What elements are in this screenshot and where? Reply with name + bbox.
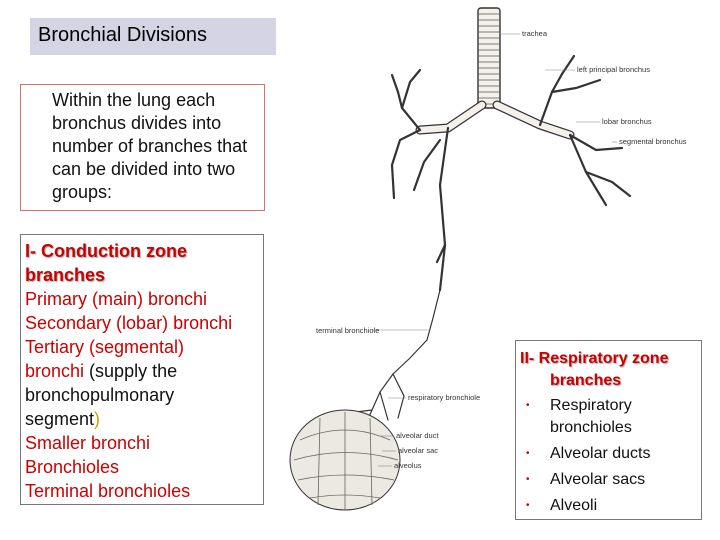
label-left-principal-bronchus: left principal bronchus	[577, 65, 650, 74]
list-item: • Respiratory bronchioles	[520, 395, 701, 439]
bullet-icon: •	[526, 400, 530, 411]
respiratory-item-text: Alveoli	[550, 497, 598, 514]
conduction-heading: I- Conduction zone branches	[25, 239, 263, 287]
conduction-terminal: Terminal bronchioles	[25, 481, 191, 501]
conduction-primary: Primary (main) bronchi	[25, 289, 208, 309]
conduction-heading-line1: I- Conduction zone	[25, 241, 187, 261]
respiratory-item-text: Alveolar ducts	[550, 445, 651, 462]
conduction-tertiary-b-rest: (supply the	[84, 361, 178, 381]
alveolar-cluster	[289, 409, 401, 511]
respiratory-zone-box: II- Respiratory zone branches • Respirato…	[515, 340, 702, 520]
conduction-tertiary-b: bronchi (supply the	[25, 359, 263, 383]
conduction-bronchioles: Bronchioles	[25, 457, 120, 477]
respiratory-item-text: Respiratory bronchioles	[550, 397, 632, 436]
respiratory-list: • Respiratory bronchioles • Alveolar ducts…	[520, 395, 701, 517]
label-alveolar-duct: alveolar duct	[396, 431, 439, 440]
conduction-tertiary-d-paren: )	[94, 409, 101, 429]
list-item: • Alveoli	[520, 495, 701, 517]
slide-title: Bronchial Divisions	[30, 18, 276, 55]
conduction-tertiary-d-text: segment	[25, 409, 95, 429]
bullet-icon: •	[526, 500, 530, 511]
bullet-icon: •	[526, 448, 530, 459]
label-respiratory-bronchiole: respiratory bronchiole	[408, 393, 480, 402]
diagram-label-group: trachea left principal bronchus lobar br…	[316, 29, 687, 470]
conduction-heading-line2: branches	[25, 265, 106, 285]
trachea-shape	[477, 7, 501, 109]
label-leaders	[372, 33, 617, 467]
respiratory-heading-line2: branches	[550, 372, 622, 389]
conduction-tertiary-a: Tertiary (segmental)	[25, 337, 185, 357]
label-segmental-bronchus: segmental bronchus	[619, 137, 687, 146]
label-lobar-bronchus: lobar bronchus	[602, 117, 652, 126]
conduction-smaller: Smaller bronchi	[25, 433, 151, 453]
conduction-tertiary-d: segment)	[25, 407, 263, 431]
bronchial-tree-diagram: trachea left principal bronchus lobar br…	[289, 7, 687, 511]
bullet-icon: •	[526, 474, 530, 485]
label-terminal-bronchiole: terminal bronchiole	[316, 326, 379, 335]
respiratory-heading: II- Respiratory zone branches	[520, 348, 701, 392]
list-item: • Alveolar sacs	[520, 469, 701, 491]
label-alveolar-sac: alveolar sac	[398, 446, 438, 455]
respiratory-item-text: Alveolar sacs	[550, 471, 646, 488]
list-item: • Alveolar ducts	[520, 443, 701, 465]
label-trachea: trachea	[522, 29, 548, 38]
respiratory-heading-line1: II- Respiratory zone	[520, 350, 669, 367]
conduction-tertiary-c: bronchopulmonary	[25, 385, 175, 405]
label-alveolus: alveolus	[394, 461, 422, 470]
intro-text-box: Within the lung each bronchus divides in…	[20, 84, 265, 211]
intro-text: Within the lung each bronchus divides in…	[52, 90, 248, 202]
conduction-secondary: Secondary (lobar) bronchi	[25, 313, 233, 333]
slide-title-text: Bronchial Divisions	[38, 24, 207, 46]
conduction-zone-box: I- Conduction zone branches Primary (mai…	[20, 234, 264, 505]
conduction-tertiary-b-red: bronchi	[25, 361, 85, 381]
